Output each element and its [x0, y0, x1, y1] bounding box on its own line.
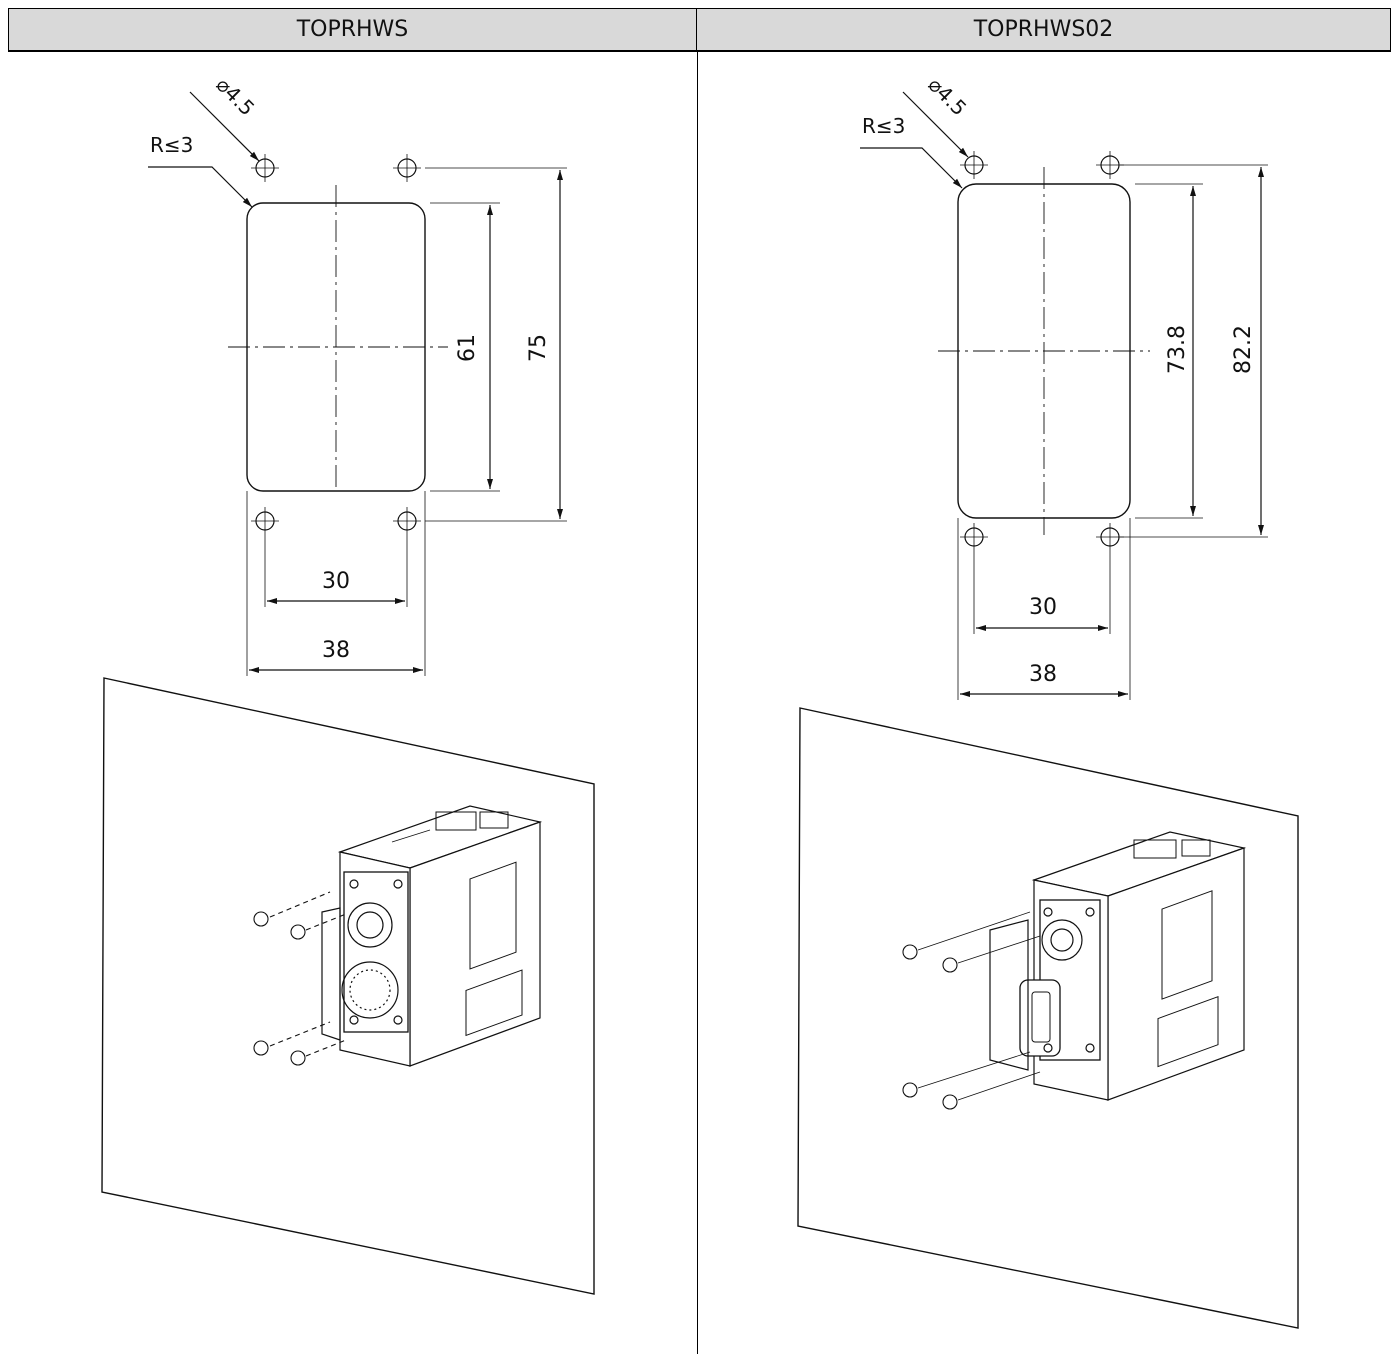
left-dimension-labels: ⌀4.5 R≤3 61 75 30 38: [150, 72, 551, 663]
left-inner-height-label: 61: [455, 334, 480, 362]
left-hole-diameter-label: ⌀4.5: [211, 72, 259, 120]
left-cutout-drawing: [148, 91, 567, 676]
left-gasket: [321, 907, 341, 1041]
left-radius-label: R≤3: [150, 133, 193, 157]
left-mounting-holes: [251, 154, 421, 535]
left-panel-mount-illustration: [101, 677, 595, 1295]
right-panel-sheet: [797, 707, 1299, 1329]
right-mounting-holes: [960, 151, 1124, 551]
right-screws: [902, 911, 1041, 1110]
right-outer-height-label: 82.2: [1231, 325, 1256, 374]
right-inner-height-label: 73.8: [1165, 325, 1190, 374]
left-outer-height-label: 75: [526, 334, 551, 362]
right-gasket: [989, 919, 1029, 1071]
right-cutout-drawing: [860, 91, 1268, 700]
right-dimension-labels: ⌀4.5 R≤3 73.8 82.2 30 38: [862, 72, 1256, 687]
right-panel-mount-illustration: [797, 707, 1299, 1329]
left-hole-spacing-label: 30: [322, 569, 350, 594]
right-cutout-outline: [957, 183, 1131, 519]
left-cutout-width-label: 38: [322, 638, 350, 663]
column-header-right: TOPRHWS02: [697, 8, 1391, 52]
right-hole-diameter-label: ⌀4.5: [923, 72, 971, 120]
left-screws: [253, 891, 347, 1066]
right-connector-plate: [1019, 899, 1101, 1061]
left-panel-sheet: [101, 677, 595, 1295]
left-cutout-outline: [246, 202, 426, 492]
right-cutout-width-label: 38: [1029, 662, 1057, 687]
right-radius-label: R≤3: [862, 114, 905, 138]
right-hole-spacing-label: 30: [1029, 595, 1057, 620]
column-divider: [697, 52, 698, 1354]
column-header-left: TOPRHWS: [8, 8, 697, 52]
left-connector-plate: [341, 871, 409, 1033]
